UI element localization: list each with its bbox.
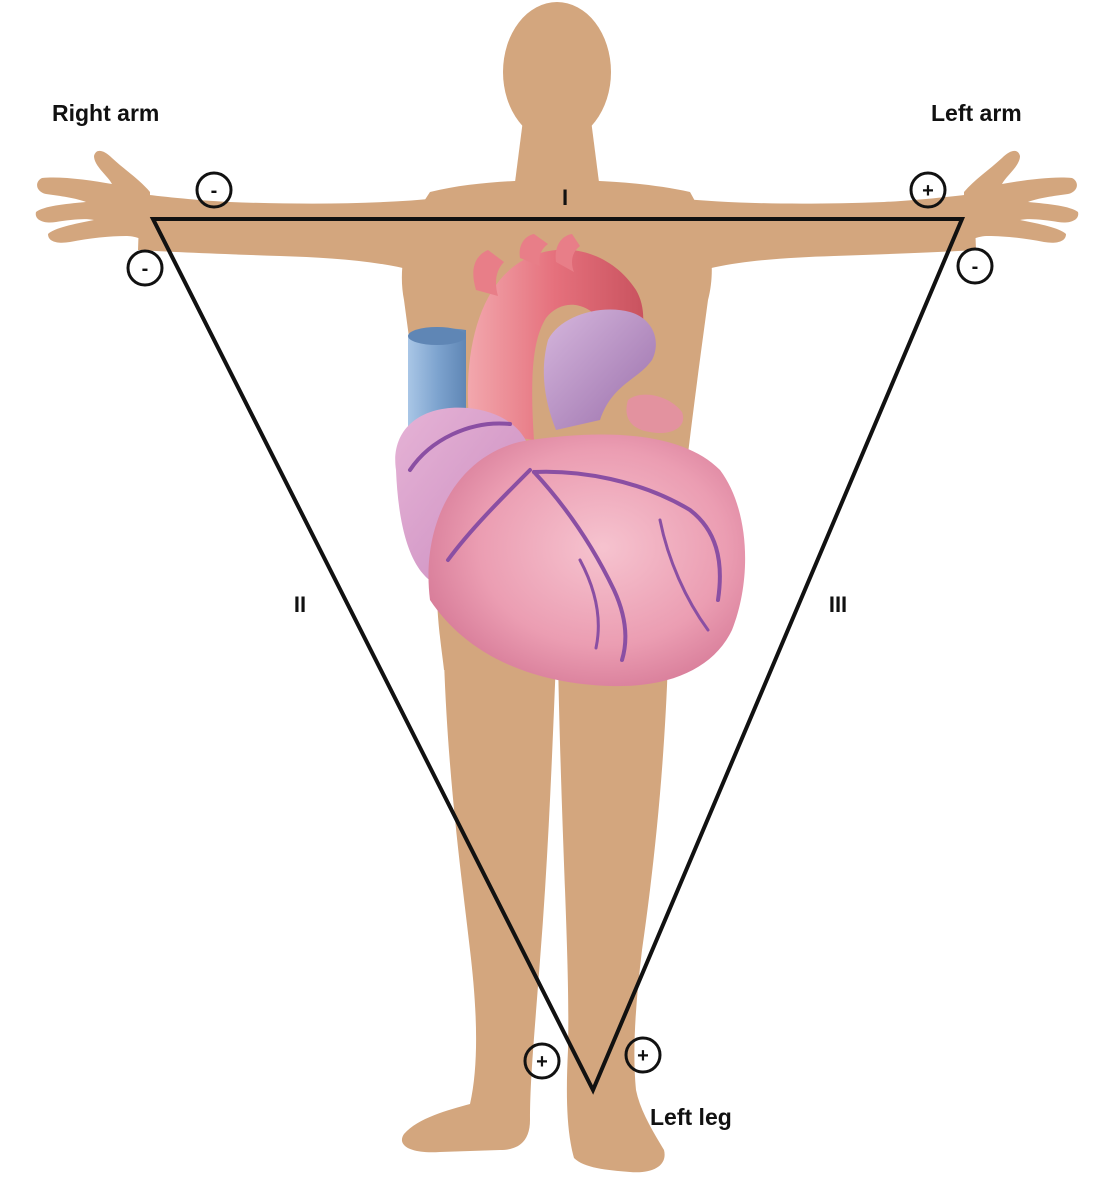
left-leg bbox=[558, 660, 668, 1173]
polarity-circle bbox=[624, 1036, 662, 1074]
brachiocephalic-artery bbox=[473, 250, 504, 296]
right-arm bbox=[138, 194, 440, 280]
left-hand bbox=[964, 150, 1079, 246]
polarity-sign: + bbox=[637, 1045, 649, 1067]
left-arm-label: Left arm bbox=[931, 100, 1022, 126]
head bbox=[503, 2, 611, 142]
lead-2-label: II bbox=[294, 592, 306, 617]
polarity-circle bbox=[956, 247, 994, 285]
coronary-vessels bbox=[408, 421, 722, 662]
left-common-carotid bbox=[519, 234, 548, 266]
einthoven-triangle bbox=[149, 217, 966, 1095]
left-atrial-appendage bbox=[626, 394, 684, 434]
electrode-la-lead-3: - bbox=[956, 247, 994, 285]
polarity-sign: - bbox=[211, 180, 218, 202]
lead-1-label: I bbox=[562, 185, 568, 210]
polarity-sign: + bbox=[922, 180, 934, 202]
electrode-ll-lead-2: + bbox=[523, 1042, 561, 1080]
electrode-ra-lead-1: - bbox=[195, 171, 233, 209]
lead-3-label: III bbox=[829, 592, 847, 617]
polarity-circle bbox=[909, 171, 947, 209]
pulmonary-artery bbox=[543, 309, 656, 430]
polarity-circle bbox=[126, 249, 164, 287]
right-leg bbox=[401, 660, 556, 1153]
right-hand bbox=[35, 150, 150, 246]
polarity-sign: - bbox=[972, 256, 979, 278]
vena-cava-opening bbox=[408, 327, 466, 345]
polarity-circle bbox=[195, 171, 233, 209]
left-arm bbox=[674, 194, 976, 280]
polarity-sign: + bbox=[536, 1051, 548, 1073]
electrode-ll-lead-3: + bbox=[624, 1036, 662, 1074]
left-subclavian bbox=[555, 234, 580, 272]
right-arm-label: Right arm bbox=[52, 100, 159, 126]
electrode-ra-lead-2: - bbox=[126, 249, 164, 287]
left-leg-label: Left leg bbox=[650, 1104, 732, 1130]
polarity-sign: - bbox=[142, 258, 149, 280]
neck bbox=[514, 120, 600, 190]
polarity-circle bbox=[523, 1042, 561, 1080]
electrode-la-lead-1: + bbox=[909, 171, 947, 209]
aortic-arch bbox=[467, 249, 644, 440]
heart-illustration bbox=[395, 234, 746, 687]
